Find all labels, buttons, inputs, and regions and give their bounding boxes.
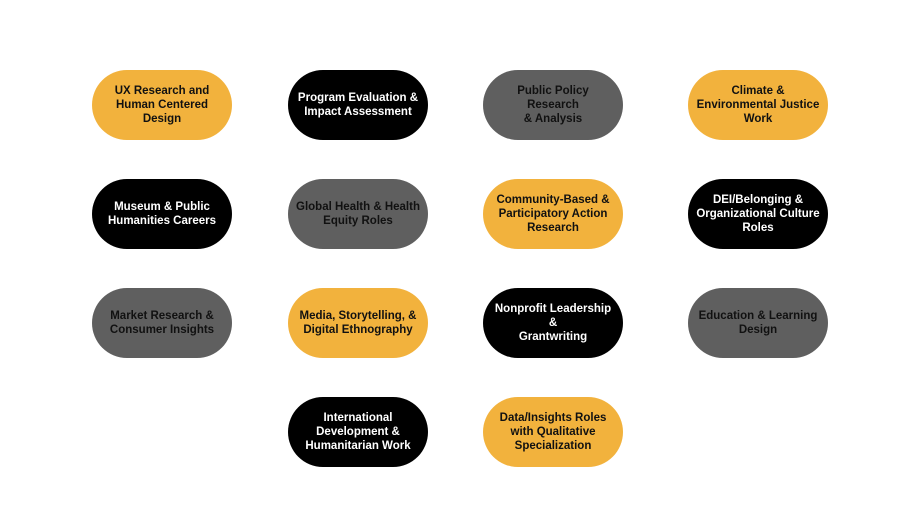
- pill-nonprofit-leadership: Nonprofit Leadership & Grantwriting: [483, 288, 623, 358]
- pill-museum-humanities: Museum & Public Humanities Careers: [92, 179, 232, 249]
- pill-data-insights: Data/Insights Roles with Qualitative Spe…: [483, 397, 623, 467]
- pill-media-storytelling: Media, Storytelling, & Digital Ethnograp…: [288, 288, 428, 358]
- pill-market-research: Market Research & Consumer Insights: [92, 288, 232, 358]
- pill-global-health: Global Health & Health Equity Roles: [288, 179, 428, 249]
- pill-community-research: Community-Based & Participatory Action R…: [483, 179, 623, 249]
- pill-dei-culture: DEI/Belonging & Organizational Culture R…: [688, 179, 828, 249]
- pill-program-evaluation: Program Evaluation & Impact Assessment: [288, 70, 428, 140]
- pill-ux-research: UX Research and Human Centered Design: [92, 70, 232, 140]
- pill-international-development: International Development & Humanitarian…: [288, 397, 428, 467]
- pill-public-policy: Public Policy Research & Analysis: [483, 70, 623, 140]
- pill-education-design: Education & Learning Design: [688, 288, 828, 358]
- pill-climate-justice: Climate & Environmental Justice Work: [688, 70, 828, 140]
